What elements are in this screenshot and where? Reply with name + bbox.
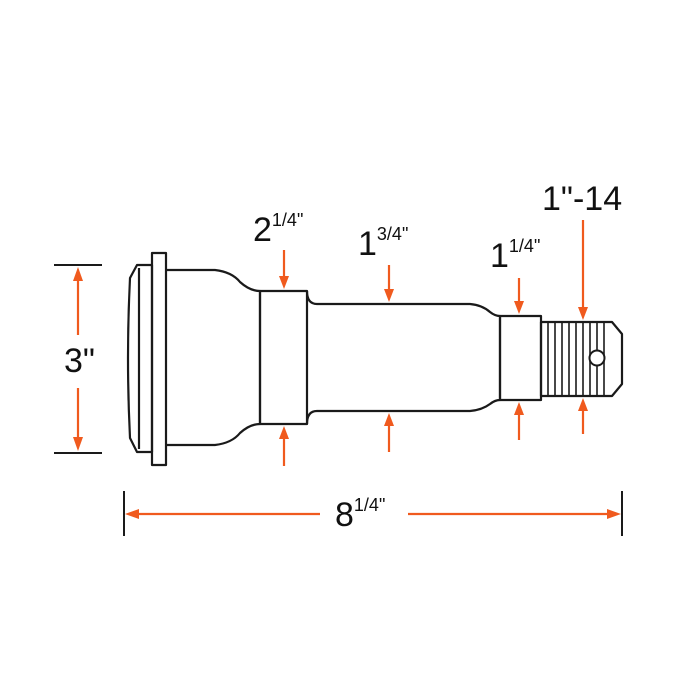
length-extension-lines <box>123 491 623 536</box>
label-shaft-diameter: 13/4" <box>358 224 408 263</box>
cotter-pin-hole <box>588 349 606 367</box>
bearing-seat <box>498 314 543 402</box>
label-collar-diameter: 21/4" <box>253 210 303 249</box>
label-main: 1 <box>358 225 377 263</box>
fraction-text: 1/4 <box>271 210 297 230</box>
unit-text: " <box>401 224 409 244</box>
hub-cap <box>126 263 154 454</box>
label-main: 8 <box>335 496 354 534</box>
label-fraction: 1/4" <box>509 236 540 256</box>
label-main: 3 <box>64 342 83 380</box>
orange-arrows <box>73 220 621 519</box>
unit-text: " <box>533 236 541 256</box>
fraction-text: 3/4 <box>376 224 402 244</box>
unit-text: " <box>296 210 304 230</box>
label-fraction: 1/4" <box>272 210 303 230</box>
flange-plate <box>150 251 168 467</box>
spindle-body <box>166 268 262 447</box>
collar <box>258 289 309 426</box>
label-unit: " <box>82 342 95 380</box>
shaft <box>305 290 502 425</box>
unit-text: " <box>378 495 386 515</box>
label-main: 2 <box>253 211 272 249</box>
label-fraction: 3/4" <box>377 224 408 244</box>
thread-text: 1"-14 <box>542 180 623 218</box>
thread-section <box>539 320 624 398</box>
height-dimension <box>54 264 102 454</box>
label-thread-spec: 1"-14 <box>542 182 622 216</box>
fraction-text: 1/4 <box>508 236 534 256</box>
label-fraction: 1/4" <box>354 495 385 515</box>
label-flange-height: 3" <box>64 344 95 378</box>
label-overall-length: 81/4" <box>335 495 385 534</box>
label-main: 1 <box>490 237 509 275</box>
label-bearing-seat-diameter: 11/4" <box>490 236 540 275</box>
fraction-text: 1/4 <box>353 495 379 515</box>
